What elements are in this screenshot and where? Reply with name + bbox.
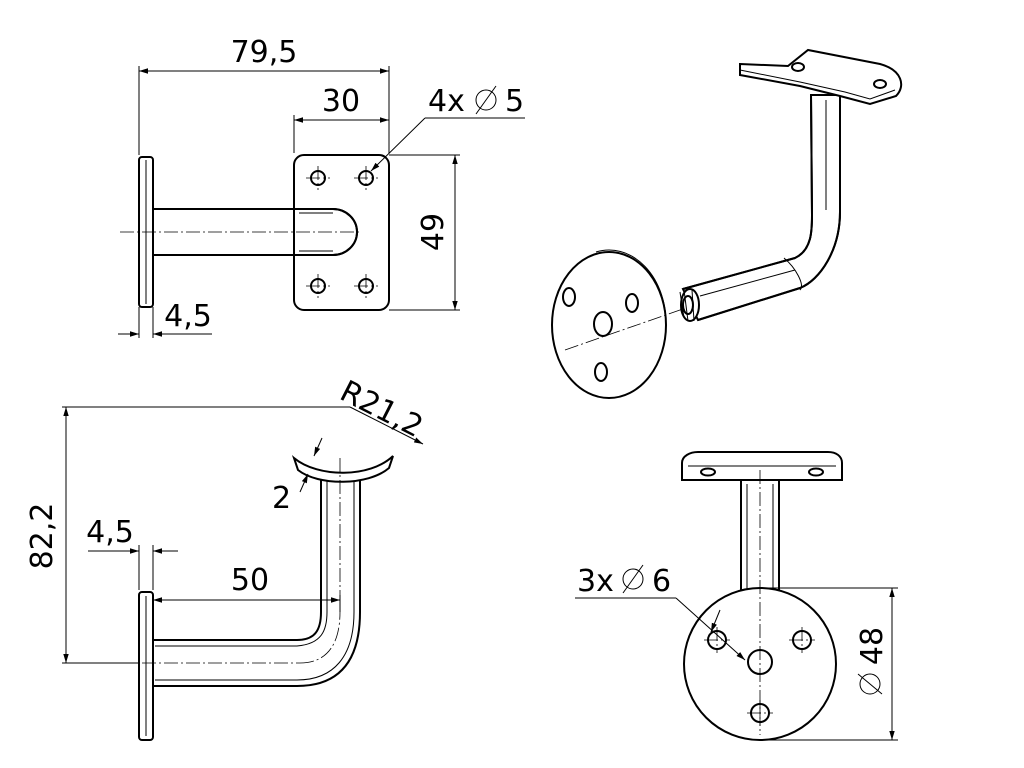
dim-front-hole-diameter: 6 [652, 564, 671, 599]
dim-plate-width: 30 [322, 84, 360, 119]
front-view: 3x 6 48 [575, 451, 898, 741]
diameter-symbol [622, 564, 644, 594]
dim-arm-length: 50 [231, 563, 269, 598]
top-view: 79,5 30 4x 5 49 4,5 [118, 35, 525, 338]
isometric-view [551, 48, 903, 399]
dim-front-holes-count: 3x [577, 564, 614, 599]
side-saddle [291, 454, 394, 483]
saddle-plate [293, 154, 390, 311]
dim-overall-length: 79,5 [231, 35, 298, 70]
dim-saddle-thickness: 2 [272, 481, 291, 516]
dim-height: 82,2 [25, 503, 60, 570]
dim-base-diameter: 48 [855, 627, 890, 665]
dim-side-base-thickness: 4,5 [86, 515, 134, 550]
saddle-holes [306, 166, 378, 298]
dim-hole-diameter: 5 [505, 84, 524, 119]
dim-holes-count: 4x [428, 84, 465, 119]
dim-base-thickness: 4,5 [164, 299, 212, 334]
dim-plate-height: 49 [416, 213, 451, 251]
dim-radius: R21,2 [334, 374, 428, 445]
iso-bracket [679, 48, 903, 322]
side-view: 82,2 R21,2 2 4,5 50 [25, 374, 428, 741]
diameter-symbol [857, 673, 883, 695]
iso-wall-disc [551, 249, 701, 399]
diameter-symbol [475, 85, 497, 115]
side-arm [153, 474, 322, 641]
